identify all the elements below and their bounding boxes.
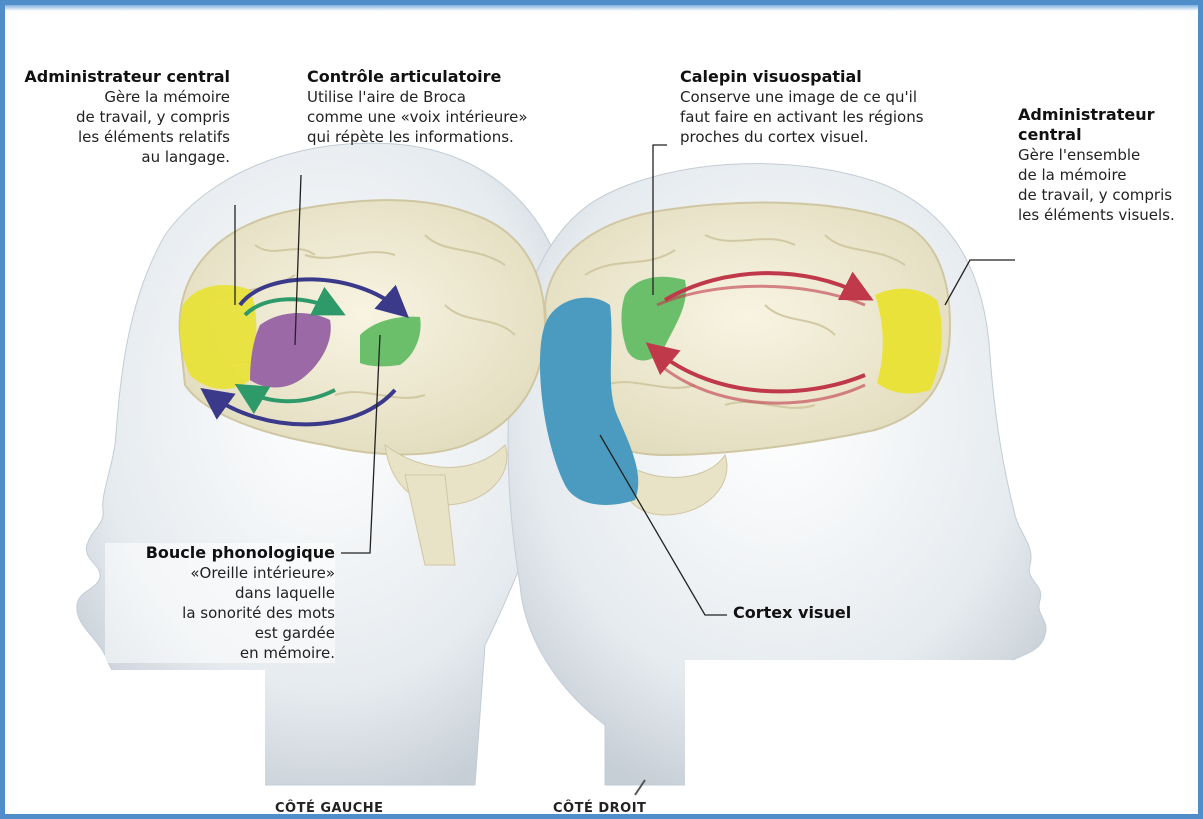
admin-left-title: Administrateur central <box>15 67 230 87</box>
label-articulatory: Contrôle articulatoire Utilise l'aire de… <box>307 67 607 147</box>
visuospatial-desc: Conserve une image de ce qu'il faut fair… <box>680 87 980 147</box>
label-visuospatial: Calepin visuospatial Conserve une image … <box>680 67 980 147</box>
phonological-desc: «Oreille intérieure» dans laquelle la so… <box>105 563 335 663</box>
label-visual-cortex: Cortex visuel <box>733 603 933 623</box>
visual-cortex-title: Cortex visuel <box>733 603 933 623</box>
label-phonological: Boucle phonologique «Oreille intérieure»… <box>105 543 335 663</box>
admin-left-desc: Gère la mémoire de travail, y compris le… <box>15 87 230 167</box>
label-admin-right: Administrateur central Gère l'ensemble d… <box>1018 105 1203 225</box>
label-admin-left: Administrateur central Gère la mémoire d… <box>15 67 230 167</box>
admin-right-title: Administrateur central <box>1018 105 1203 145</box>
caption-right-side: CÔTÉ DROIT <box>553 801 646 816</box>
phonological-title: Boucle phonologique <box>105 543 335 563</box>
right-yellow-region <box>875 289 942 394</box>
visuospatial-title: Calepin visuospatial <box>680 67 980 87</box>
articulatory-desc: Utilise l'aire de Broca comme une «voix … <box>307 87 607 147</box>
admin-right-desc: Gère l'ensemble de la mémoire de travail… <box>1018 145 1203 225</box>
caption-left-side: CÔTÉ GAUCHE <box>275 801 384 816</box>
articulatory-title: Contrôle articulatoire <box>307 67 607 87</box>
